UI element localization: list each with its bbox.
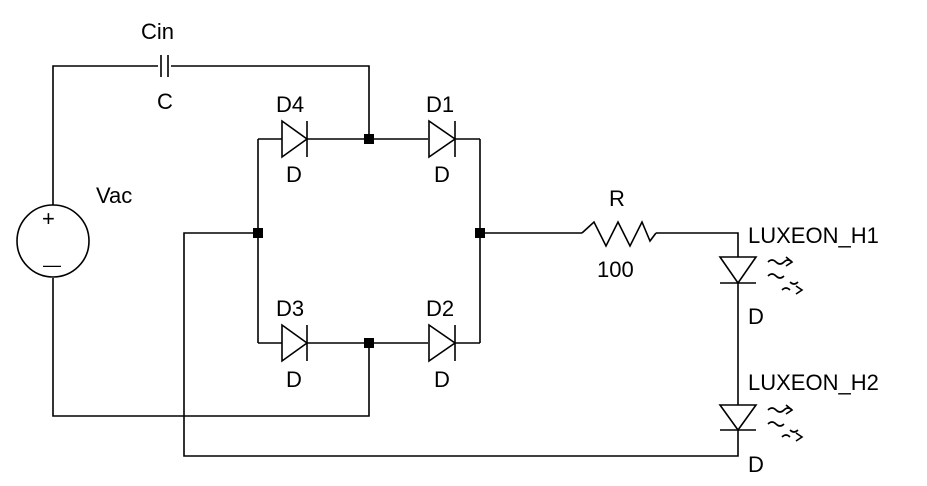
voltage-source-vac: + — Vac bbox=[16, 183, 132, 278]
led2-ref-label: LUXEON_H2 bbox=[748, 370, 879, 395]
d3-value-label: D bbox=[286, 367, 302, 392]
wire-led2-return bbox=[183, 232, 739, 457]
d1-ref-label: D1 bbox=[426, 92, 454, 117]
d3-ref-label: D3 bbox=[276, 296, 304, 321]
junction-right bbox=[475, 228, 485, 238]
diode-d3: D3 D bbox=[276, 296, 309, 392]
r-value-label: 100 bbox=[597, 257, 634, 282]
cin-ref-label: Cin bbox=[141, 19, 174, 44]
d2-value-label: D bbox=[434, 367, 450, 392]
led1-value-label: D bbox=[748, 304, 764, 329]
led2-value-label: D bbox=[748, 452, 764, 477]
wire-resistor-to-led1 bbox=[656, 232, 739, 257]
vac-plus-sign: + bbox=[42, 206, 55, 231]
junction-top bbox=[364, 134, 374, 144]
led-luxeon-h1: LUXEON_H1 D bbox=[718, 223, 879, 329]
light-emission-icon bbox=[767, 404, 804, 442]
vac-ref-label: Vac bbox=[96, 183, 132, 208]
diode-d4: D4 D bbox=[276, 92, 309, 187]
d4-ref-label: D4 bbox=[276, 92, 304, 117]
led-luxeon-h2: LUXEON_H2 D bbox=[718, 370, 879, 477]
capacitor-cin: Cin C bbox=[141, 19, 174, 114]
junction-left bbox=[253, 228, 263, 238]
vac-minus-sign: — bbox=[43, 255, 61, 275]
led1-ref-label: LUXEON_H1 bbox=[748, 223, 879, 248]
diode-d1: D1 D bbox=[426, 92, 457, 187]
wires bbox=[52, 65, 739, 457]
r-ref-label: R bbox=[609, 186, 625, 211]
diode-d2: D2 D bbox=[426, 296, 457, 392]
wire-vac-top-to-cin bbox=[52, 65, 158, 205]
wire-vac-bottom-to-bottom-node bbox=[52, 278, 370, 417]
d1-value-label: D bbox=[434, 162, 450, 187]
resistor-r: R 100 bbox=[581, 186, 657, 282]
d2-ref-label: D2 bbox=[426, 296, 454, 321]
junctions bbox=[253, 134, 485, 348]
light-emission-icon bbox=[767, 256, 804, 295]
cin-value-label: C bbox=[157, 89, 173, 114]
wire-cin-to-top-node bbox=[171, 65, 370, 139]
d4-value-label: D bbox=[286, 162, 302, 187]
junction-bottom bbox=[364, 338, 374, 348]
